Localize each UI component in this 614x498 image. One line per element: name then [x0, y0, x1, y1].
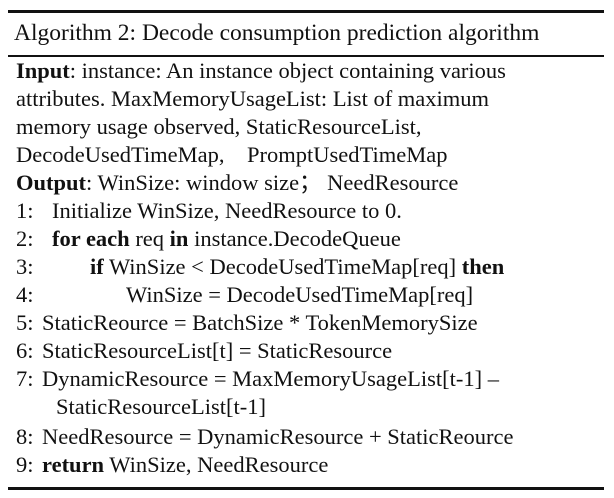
step-text: StaticResourceList[t] = StaticResource: [42, 337, 392, 365]
output-label: Output: [16, 170, 87, 195]
input-text-1: : instance: An instance object containin…: [69, 58, 506, 83]
step-text: NeedResource = DynamicResource + StaticR…: [42, 423, 513, 451]
top-rule: [8, 10, 604, 13]
step-text: return WinSize, NeedResource: [42, 451, 328, 479]
step-fragment: instance.DecodeQueue: [188, 226, 401, 251]
step-fragment: NeedResource = DynamicResource + StaticR…: [42, 424, 514, 449]
step-fragment: Initialize WinSize, NeedResource to 0.: [52, 198, 402, 223]
algorithm-title: Algorithm 2: Decode consumption predicti…: [14, 20, 540, 46]
input-line-1: Input: instance: An instance object cont…: [16, 57, 506, 85]
step-fragment: StaticResourceList[t] = StaticResource: [42, 338, 393, 363]
step-number: 6:: [16, 338, 34, 363]
step-text: Initialize WinSize, NeedResource to 0.: [52, 197, 402, 225]
step-text: DynamicResource = MaxMemoryUsageList[t-1…: [42, 365, 499, 393]
keyword: for each: [52, 226, 130, 251]
step-fragment: StaticResourceList[t-1]: [56, 394, 266, 419]
keyword: in: [169, 226, 189, 251]
input-label: Input: [16, 58, 70, 83]
step-text: StaticReource = BatchSize * TokenMemoryS…: [42, 309, 478, 337]
step-fragment: StaticReource = BatchSize * TokenMemoryS…: [42, 310, 478, 335]
keyword: return: [42, 452, 105, 477]
step-fragment: WinSize = DecodeUsedTimeMap[req]: [126, 282, 474, 307]
step-number: 3:: [16, 254, 34, 279]
input-line-3: memory usage observed, StaticResourceLis…: [16, 114, 422, 139]
step-fragment: WinSize < DecodeUsedTimeMap[req]: [103, 254, 462, 279]
bottom-rule: [8, 487, 604, 490]
title-rule: [8, 55, 604, 57]
step-text: WinSize = DecodeUsedTimeMap[req]: [126, 281, 473, 309]
step-number: 7:: [16, 366, 34, 391]
step-fragment: DynamicResource = MaxMemoryUsageList[t-1…: [42, 366, 499, 391]
keyword: if: [90, 254, 104, 279]
step-text: if WinSize < DecodeUsedTimeMap[req] then: [90, 253, 504, 281]
output-line: Output: WinSize: window size； NeedResour…: [16, 169, 458, 197]
step-number: 8:: [16, 424, 34, 449]
step-number: 1:: [16, 198, 34, 223]
step-fragment: req: [129, 226, 170, 251]
step-text: for each req in instance.DecodeQueue: [52, 225, 401, 253]
input-line-2: attributes. MaxMemoryUsageList: List of …: [16, 86, 490, 111]
input-line-4: DecodeUsedTimeMap, PromptUsedTimeMap: [16, 142, 448, 167]
step-text: StaticResourceList[t-1]: [56, 393, 266, 421]
step-number: 9:: [16, 452, 34, 477]
step-number: 5:: [16, 310, 34, 335]
step-fragment: WinSize, NeedResource: [104, 452, 329, 477]
step-number: 2:: [16, 226, 34, 251]
output-text: : WinSize: window size； NeedResource: [86, 170, 459, 195]
keyword: then: [461, 254, 505, 279]
step-number: 4:: [16, 282, 34, 307]
algorithm-box: Algorithm 2: Decode consumption predicti…: [8, 10, 604, 490]
